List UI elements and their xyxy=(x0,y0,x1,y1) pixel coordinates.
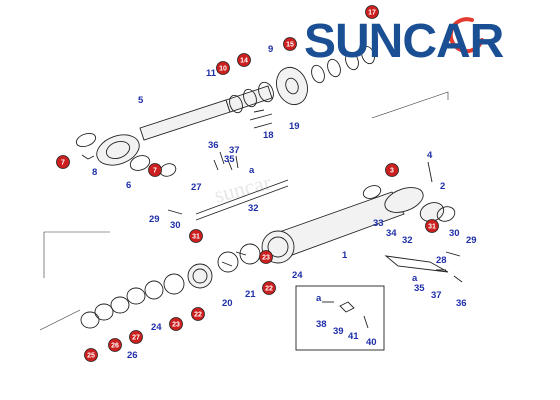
part-label: 8 xyxy=(92,167,97,178)
callout-marker xyxy=(425,219,439,233)
callout-number: 17 xyxy=(368,10,376,17)
callout-number: 23 xyxy=(262,255,270,262)
part-label: 1 xyxy=(342,250,348,261)
callout-number: 27 xyxy=(132,335,140,342)
part-label: 19 xyxy=(289,121,300,132)
part-label: 18 xyxy=(263,130,274,141)
part-label: 32 xyxy=(248,203,259,214)
part-label: 37 xyxy=(431,290,442,301)
seal-callout: 22 xyxy=(262,281,276,295)
seal-callout: 23 xyxy=(259,250,273,264)
part-label: 11 xyxy=(206,68,217,79)
part-label: 29 xyxy=(466,235,477,246)
callout-number: 3 xyxy=(390,168,394,175)
logo-emblem xyxy=(448,17,484,54)
part-label: 41 xyxy=(348,331,359,342)
part-label: 29 xyxy=(149,214,160,225)
callout-marker xyxy=(129,330,143,344)
seal-callout: 27 xyxy=(129,330,143,344)
seal-callout: 22 xyxy=(191,307,205,321)
seal-kit-lower xyxy=(80,243,261,329)
seal-callout: 7 xyxy=(148,163,162,177)
seal-callout: 23 xyxy=(169,317,183,331)
callout-number: 7 xyxy=(153,168,157,175)
callout-number: 26 xyxy=(111,343,119,350)
part-label: a xyxy=(412,273,418,284)
part-label: 36 xyxy=(208,140,219,151)
piston-rod xyxy=(75,85,273,177)
part-label: 40 xyxy=(366,337,377,348)
callout-marker xyxy=(365,5,379,19)
seal-callout: 14 xyxy=(237,53,251,67)
callout-marker xyxy=(108,338,122,352)
callout-number: 25 xyxy=(87,353,95,360)
callout-number: 22 xyxy=(265,286,273,293)
callout-marker xyxy=(262,281,276,295)
part-label: 38 xyxy=(316,319,327,330)
callout-marker xyxy=(84,348,98,362)
callout-number: 14 xyxy=(240,58,248,65)
callout-number: 31 xyxy=(192,234,200,241)
part-label: 36 xyxy=(456,298,467,309)
callout-number: 22 xyxy=(194,312,202,319)
seal-callout: 15 xyxy=(283,37,297,51)
callout-number: 7 xyxy=(61,160,65,167)
part-label: 9 xyxy=(268,44,273,55)
part-label: 27 xyxy=(191,182,202,193)
part-label: a xyxy=(249,165,255,176)
part-label: 6 xyxy=(126,180,131,191)
part-number-labels: 1245689111819202124242627282929303032323… xyxy=(92,44,477,361)
divider-lines xyxy=(39,91,449,331)
part-label: 35 xyxy=(414,283,425,294)
part-label: 5 xyxy=(138,95,144,106)
callout-marker xyxy=(283,37,297,51)
part-label: 35 xyxy=(224,154,235,165)
part-label: 28 xyxy=(436,255,447,266)
callout-marker xyxy=(259,250,273,264)
callout-marker xyxy=(189,229,203,243)
piston-head xyxy=(213,45,375,171)
seal-callout: 7 xyxy=(56,155,70,169)
part-label: 32 xyxy=(402,235,413,246)
bolts xyxy=(167,109,463,283)
callout-number: 31 xyxy=(428,224,436,231)
callout-marker xyxy=(169,317,183,331)
callout-number: 23 xyxy=(172,322,180,329)
seal-callout: 3 xyxy=(385,163,399,177)
callout-marker xyxy=(237,53,251,67)
seal-callout: 31 xyxy=(425,219,439,233)
part-label: 24 xyxy=(292,270,303,281)
seal-callout: 17 xyxy=(365,5,379,19)
seal-callout: 26 xyxy=(108,338,122,352)
part-label: 4 xyxy=(427,150,433,161)
seal-callout: 10 xyxy=(216,61,230,75)
part-label: 30 xyxy=(449,228,460,239)
part-label: 34 xyxy=(386,228,397,239)
part-label: 26 xyxy=(127,350,138,361)
part-label: 24 xyxy=(151,322,162,333)
part-label: 30 xyxy=(170,220,181,231)
suncar-logo: SUNCAR xyxy=(304,15,504,68)
part-label: 21 xyxy=(245,289,256,300)
callout-marker xyxy=(385,163,399,177)
part-label: a xyxy=(316,293,322,304)
part-label: 20 xyxy=(222,298,233,309)
detail-inset xyxy=(295,285,385,351)
part-label: 39 xyxy=(333,326,344,337)
part-label: 2 xyxy=(440,181,445,192)
part-label: 37 xyxy=(229,145,240,156)
callout-marker xyxy=(191,307,205,321)
callout-marker xyxy=(148,163,162,177)
callout-number: 15 xyxy=(286,42,294,49)
callout-marker xyxy=(216,61,230,75)
callout-marker xyxy=(56,155,70,169)
callout-number: 10 xyxy=(219,66,227,73)
part-label: 33 xyxy=(373,218,384,229)
seal-callout: 31 xyxy=(189,229,203,243)
seal-callout: 25 xyxy=(84,348,98,362)
